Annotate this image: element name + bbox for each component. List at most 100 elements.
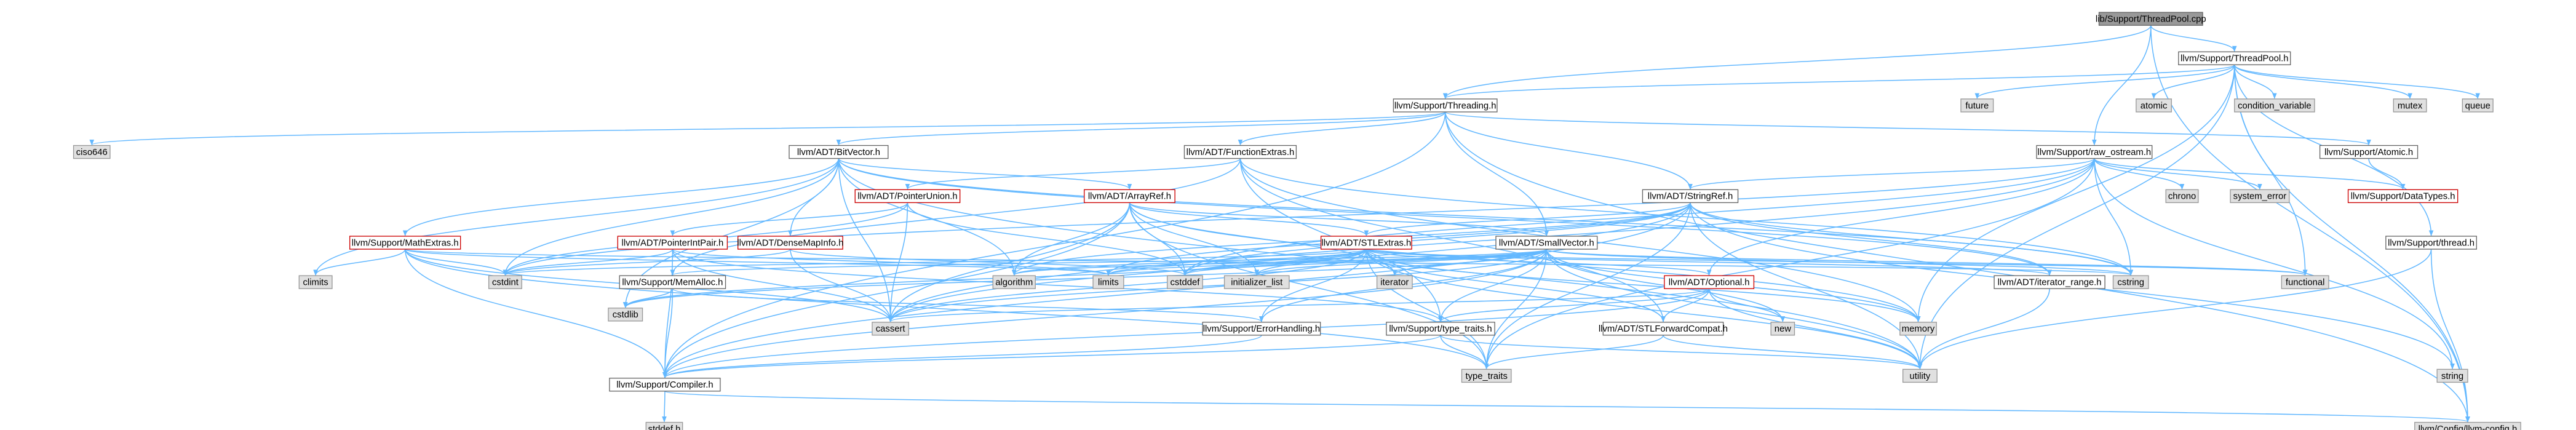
node-label-pointerunion: llvm/ADT/PointerUnion.h bbox=[857, 192, 957, 202]
node-optional[interactable]: llvm/ADT/Optional.h bbox=[1664, 275, 1755, 289]
node-ptrintpair[interactable]: llvm/ADT/PointerIntPair.h bbox=[617, 236, 728, 250]
node-climits: climits bbox=[298, 275, 333, 289]
node-arrayref[interactable]: llvm/ADT/ArrayRef.h bbox=[1084, 189, 1175, 204]
node-label-syserror: system_error bbox=[2233, 192, 2287, 202]
node-threading[interactable]: llvm/Support/Threading.h bbox=[1393, 98, 1498, 113]
node-box-threading bbox=[1393, 98, 1498, 113]
node-label-limits: limits bbox=[1098, 278, 1119, 288]
node-label-arrayref: llvm/ADT/ArrayRef.h bbox=[1088, 192, 1171, 202]
node-box-queue bbox=[2462, 98, 2494, 113]
node-box-cassert bbox=[872, 322, 910, 336]
node-syserror: system_error bbox=[2230, 189, 2290, 204]
node-typetraits_h[interactable]: llvm/Support/type_traits.h bbox=[1386, 322, 1495, 336]
edge-rawostream-to-cstdint bbox=[503, 158, 2095, 276]
edge-layer bbox=[90, 25, 2480, 423]
edge-bitvector-to-cassert bbox=[838, 158, 893, 322]
node-pointerunion[interactable]: llvm/ADT/PointerUnion.h bbox=[854, 189, 961, 204]
node-root[interactable]: lib/Support/ThreadPool.cpp bbox=[2096, 12, 2206, 26]
edge-stringref-to-utility bbox=[1690, 202, 1923, 370]
node-rawostream[interactable]: llvm/Support/raw_ostream.h bbox=[2036, 145, 2153, 159]
node-box-new bbox=[1770, 322, 1795, 336]
edge-stlextras-to-optional bbox=[1366, 249, 1712, 276]
node-tp[interactable]: llvm/Support/ThreadPool.h bbox=[2178, 51, 2291, 65]
edge-stringref-to-compiler bbox=[662, 202, 1691, 378]
node-box-supatomic bbox=[2319, 145, 2419, 159]
node-stlextras[interactable]: llvm/ADT/STLExtras.h bbox=[1320, 236, 1412, 250]
node-config: llvm/Config/llvm-config.h bbox=[2414, 421, 2521, 430]
node-label-functional: functional bbox=[2286, 278, 2324, 288]
edge-rawostream-to-string bbox=[2094, 158, 2455, 370]
node-cstring: cstring bbox=[2112, 275, 2149, 289]
node-iterrange[interactable]: llvm/ADT/iterator_range.h bbox=[1994, 275, 2105, 289]
node-label-densemapinfo: llvm/ADT/DenseMapInfo.h bbox=[737, 238, 843, 248]
edge-pointerunion-to-ptrintpair bbox=[670, 202, 908, 236]
node-box-future bbox=[1960, 98, 1994, 113]
node-new: new bbox=[1770, 322, 1795, 336]
node-label-threading: llvm/Support/Threading.h bbox=[1394, 101, 1497, 111]
edge-smallvector-to-cstddef bbox=[1182, 249, 1548, 276]
node-memalloc[interactable]: llvm/Support/MemAlloc.h bbox=[619, 275, 726, 289]
node-label-stlfwd: llvm/ADT/STLForwardCompat.h bbox=[1599, 324, 1728, 334]
edge-smallvector-to-cstring bbox=[1546, 249, 2133, 276]
node-compiler[interactable]: llvm/Support/Compiler.h bbox=[609, 378, 721, 392]
node-funcextras[interactable]: llvm/ADT/FunctionExtras.h bbox=[1183, 145, 1297, 159]
edge-mathextras-to-typetraits bbox=[404, 249, 1489, 370]
node-supatomic[interactable]: llvm/Support/Atomic.h bbox=[2319, 145, 2419, 159]
node-label-climits: climits bbox=[303, 278, 328, 288]
edge-stringref-to-iterrange bbox=[1690, 202, 2052, 276]
edge-smallvector-to-compiler bbox=[662, 249, 1548, 378]
edge-threading-to-stringref bbox=[1444, 111, 1693, 190]
node-label-tp: llvm/Support/ThreadPool.h bbox=[2180, 54, 2289, 64]
node-bitvector[interactable]: llvm/ADT/BitVector.h bbox=[789, 145, 889, 159]
node-box-utility bbox=[1902, 368, 1938, 383]
node-box-arrayref bbox=[1084, 189, 1175, 204]
edge-stlfwd-to-utility bbox=[1663, 335, 1923, 370]
node-box-stlfwd bbox=[1602, 322, 1724, 336]
edge-memalloc-to-cstdlib bbox=[622, 288, 674, 308]
node-label-cstdlib: cstdlib bbox=[613, 310, 638, 320]
node-label-config: llvm/Config/llvm-config.h bbox=[2419, 424, 2518, 430]
node-box-limits bbox=[1092, 275, 1124, 289]
node-chrono: chrono bbox=[2165, 189, 2199, 204]
node-smallvector[interactable]: llvm/ADT/SmallVector.h bbox=[1495, 236, 1598, 250]
node-label-mutex: mutex bbox=[2398, 101, 2423, 111]
node-stlfwd[interactable]: llvm/ADT/STLForwardCompat.h bbox=[1599, 322, 1728, 336]
node-box-optional bbox=[1664, 275, 1755, 289]
node-label-chrono: chrono bbox=[2168, 192, 2196, 202]
node-box-thread bbox=[2385, 236, 2477, 250]
node-memory: memory bbox=[1899, 322, 1937, 336]
node-box-syserror bbox=[2230, 189, 2290, 204]
node-box-root bbox=[2098, 12, 2203, 26]
edge-optional-to-cassert bbox=[888, 288, 1710, 322]
node-errhandling[interactable]: llvm/Support/ErrorHandling.h bbox=[1202, 322, 1321, 336]
edge-tp-to-threading bbox=[1443, 64, 2235, 99]
node-box-rawostream bbox=[2036, 145, 2153, 159]
node-box-memory bbox=[1899, 322, 1937, 336]
edge-stlextras-to-iterrange bbox=[1366, 249, 2052, 276]
node-label-iterrange: llvm/ADT/iterator_range.h bbox=[1998, 278, 2102, 288]
node-stringref[interactable]: llvm/ADT/StringRef.h bbox=[1642, 189, 1739, 204]
node-box-stddefh bbox=[645, 421, 683, 430]
edge-compiler-to-config bbox=[664, 391, 2470, 423]
node-box-atomic bbox=[2136, 98, 2172, 113]
node-box-bitvector bbox=[789, 145, 889, 159]
node-datatypes[interactable]: llvm/Support/DataTypes.h bbox=[2347, 189, 2459, 204]
node-label-stlextras: llvm/ADT/STLExtras.h bbox=[1321, 238, 1411, 248]
edge-stringref-to-typetraits bbox=[1484, 202, 1691, 370]
node-thread[interactable]: llvm/Support/thread.h bbox=[2385, 236, 2477, 250]
edge-threading-to-supatomic bbox=[1444, 111, 2371, 146]
node-box-datatypes bbox=[2347, 189, 2459, 204]
edge-mathextras-to-cstdint bbox=[404, 249, 508, 276]
node-box-cstdint bbox=[488, 275, 522, 289]
node-box-mutex bbox=[2393, 98, 2427, 113]
edge-smallvector-to-cassert bbox=[888, 249, 1548, 322]
node-label-utility: utility bbox=[1910, 372, 1931, 381]
edge-threading-to-ciso646 bbox=[90, 111, 1446, 146]
node-densemapinfo[interactable]: llvm/ADT/DenseMapInfo.h bbox=[737, 236, 843, 250]
edge-smallvector-to-functional bbox=[1546, 249, 2307, 276]
node-mathextras[interactable]: llvm/Support/MathExtras.h bbox=[349, 236, 461, 250]
node-label-algorithm: algorithm bbox=[995, 278, 1033, 288]
node-label-supatomic: llvm/Support/Atomic.h bbox=[2324, 148, 2413, 157]
edge-ptrintpair-to-cstdint bbox=[503, 249, 674, 276]
